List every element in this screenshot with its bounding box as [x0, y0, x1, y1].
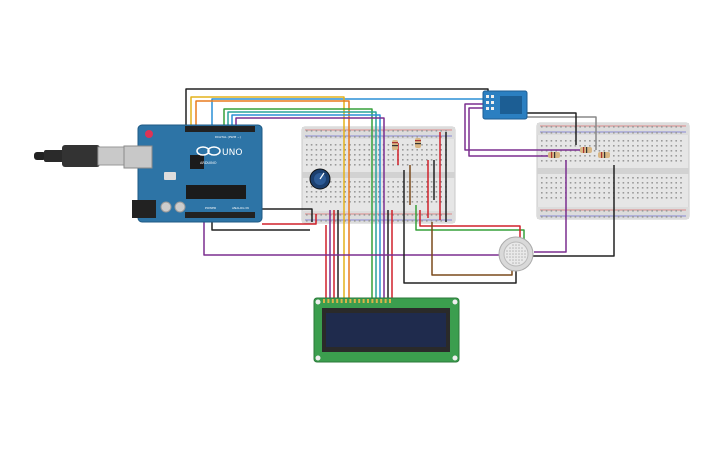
usb-connector-icon[interactable]: [34, 145, 125, 167]
resistor-main-2[interactable]: [415, 138, 421, 148]
wire-black-gnd[interactable]: [262, 208, 313, 222]
lcd-display-icon[interactable]: [313, 297, 460, 363]
gas-sensor-icon[interactable]: [498, 236, 534, 272]
arduino-power-label: POWER: [205, 206, 216, 210]
wire-blue-lcd[interactable]: [231, 114, 381, 300]
wire-black-gnd-long[interactable]: [211, 222, 310, 231]
resistor-right-1[interactable]: [548, 152, 560, 158]
wire-purple-wifi-2[interactable]: [468, 107, 550, 157]
resistor-right-3[interactable]: [598, 152, 610, 158]
wire-purple-lcd[interactable]: [235, 117, 385, 300]
wire-red-gas[interactable]: [419, 210, 521, 245]
wire-purple-a0[interactable]: [203, 222, 506, 256]
arduino-maker-label: ARDUINO: [200, 161, 217, 165]
resistor-main-1[interactable]: [392, 140, 398, 150]
wires: [185, 88, 615, 300]
wire-teal-lcd[interactable]: [227, 111, 377, 300]
wire-purple-right[interactable]: [534, 160, 567, 253]
wire-black-wifi[interactable]: [527, 112, 577, 145]
wire-blue-wifi[interactable]: [211, 98, 484, 127]
arduino-analog-label: ANALOG IN: [232, 206, 249, 210]
wire-yellow-lcd[interactable]: [190, 96, 345, 300]
wire-orange-lcd[interactable]: [195, 100, 350, 300]
arduino-digital-label: DIGITAL (PWM ~): [215, 135, 241, 139]
wire-black-right[interactable]: [530, 165, 615, 257]
wire-black-gas[interactable]: [403, 222, 517, 284]
arduino-logo-icon: [196, 146, 221, 156]
wire-green-gas[interactable]: [415, 205, 525, 245]
arduino-brand-label: UNO: [222, 148, 242, 158]
wire-green-lcd[interactable]: [223, 108, 373, 300]
arduino-uno-board[interactable]: UNO ARDUINO DIGITAL (PWM ~) POWER ANALOG…: [123, 124, 263, 223]
wire-purple-wifi-1[interactable]: [464, 103, 585, 151]
wire-gray-wifi[interactable]: [527, 116, 597, 150]
wire-red-5v[interactable]: [262, 214, 317, 225]
potentiometer-icon[interactable]: [309, 168, 331, 190]
resistor-right-2[interactable]: [580, 147, 592, 153]
breadboard-secondary[interactable]: [536, 122, 690, 220]
wifi-module-icon[interactable]: [482, 90, 528, 120]
